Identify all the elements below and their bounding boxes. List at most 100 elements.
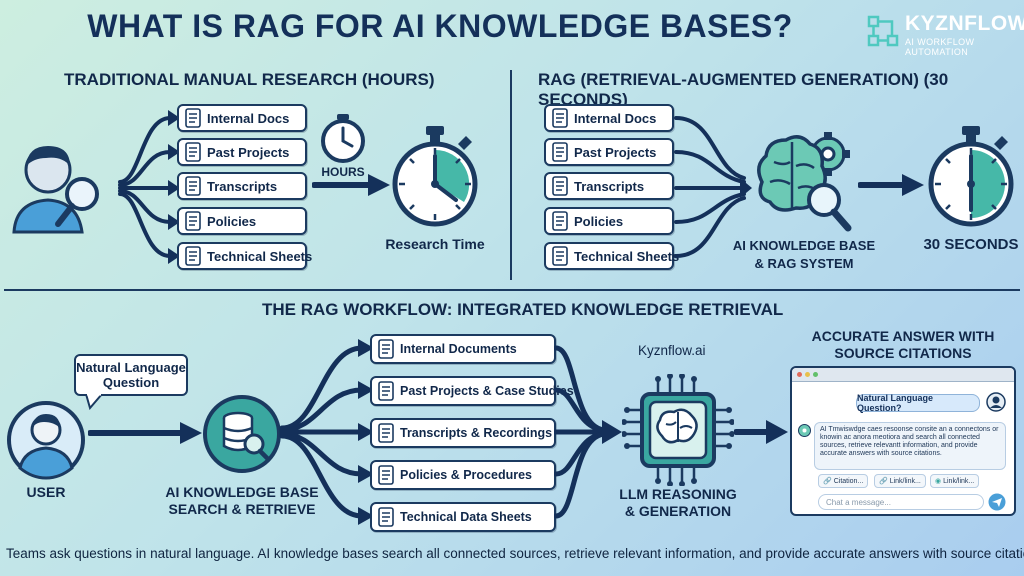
window-close-dot[interactable] [797, 372, 802, 377]
document-icon [378, 465, 394, 485]
source-label: Internal Documents [400, 342, 517, 356]
window-minimize-dot[interactable] [805, 372, 810, 377]
document-icon [185, 176, 201, 196]
chat-question-bubble: Natural Language Question? [856, 393, 980, 413]
rag-source-transcripts: Transcripts [544, 172, 674, 200]
document-icon [185, 211, 201, 231]
source-label: Policies [574, 213, 624, 229]
site-url: Kyznflow.ai [638, 343, 706, 358]
chat-titlebar [792, 368, 1014, 382]
thirty-seconds-label: 30 SECONDS [923, 236, 1019, 253]
traditional-source-transcripts: Transcripts [177, 172, 307, 200]
rag-system-label-line2: & RAG SYSTEM [754, 256, 854, 271]
answer-heading-line1: ACCURATE ANSWER WITH [811, 328, 995, 344]
document-icon [185, 142, 201, 162]
source-label: Technical Sheets [207, 248, 313, 264]
chip-label: Link/link... [943, 477, 975, 485]
chat-user-avatar-icon [986, 392, 1006, 412]
traditional-fanout-arrows [118, 110, 180, 264]
link-chip-1[interactable]: 🔗 Link/link... [874, 474, 926, 488]
llm-chip-icon [622, 374, 734, 486]
chat-answer-bubble: AI Tmwiswdge caes resoonse consite an a … [814, 422, 1006, 470]
horizontal-divider [4, 289, 1020, 291]
citation-chip[interactable]: 🔗 Citation... [818, 474, 869, 488]
search-label-line1: AI KNOWLEDGE BASE [165, 484, 319, 500]
rag-source-past-projects: Past Projects [544, 138, 674, 166]
document-icon [552, 246, 568, 266]
llm-to-answer-arrow [734, 420, 788, 444]
rag-source-technical-sheets: Technical Sheets [544, 242, 679, 270]
link-chip-2[interactable]: ◉ Link/link... [930, 474, 980, 488]
source-label: Internal Docs [207, 110, 290, 126]
llm-label-line1: LLM REASONING [619, 486, 737, 502]
workflow-source-technical-data-sheets: Technical Data Sheets [370, 502, 556, 532]
search-label-line2: SEARCH & RETRIEVE [168, 501, 316, 517]
source-label: Past Projects [574, 144, 657, 160]
question-text: Natural Language Question [76, 360, 186, 390]
document-icon [378, 423, 394, 443]
workflow-source-past-projects: Past Projects & Case Studies [370, 376, 574, 406]
user-avatar-icon [7, 401, 85, 480]
stopwatch-icon [392, 126, 478, 227]
logo-tagline: AI WORKFLOW AUTOMATION [905, 37, 975, 57]
chip-label: Citation... [833, 477, 864, 485]
traditional-source-past-projects: Past Projects [177, 138, 307, 166]
workflow-converge-arrows [554, 345, 622, 519]
source-label: Transcripts [574, 178, 645, 194]
rag-source-internal-docs: Internal Docs [544, 104, 674, 132]
to-timer-arrow [312, 174, 390, 196]
window-maximize-dot[interactable] [813, 372, 818, 377]
document-icon [552, 142, 568, 162]
chat-bot-icon [798, 424, 811, 437]
workflow-source-transcripts: Transcripts & Recordings [370, 418, 556, 448]
document-icon [185, 108, 201, 128]
hours-label: HOURS [321, 165, 365, 179]
traditional-heading: TRADITIONAL MANUAL RESEARCH (HOURS) [64, 70, 435, 89]
page-title: WHAT IS RAG FOR AI KNOWLEDGE BASES? [87, 8, 793, 44]
answer-heading-line2: SOURCE CITATIONS [834, 345, 972, 361]
source-label: Policies [207, 213, 257, 229]
document-icon [552, 211, 568, 231]
user-label: USER [26, 484, 66, 500]
document-icon [378, 339, 394, 359]
top-vertical-divider [510, 70, 512, 280]
source-label: Internal Docs [574, 110, 657, 126]
kyznflow-logo-icon [867, 15, 899, 47]
document-icon [378, 381, 394, 401]
source-label: Technical Sheets [574, 248, 680, 264]
document-icon [378, 507, 394, 527]
chat-message-input[interactable]: Chat a message... [818, 494, 984, 510]
traditional-source-policies: Policies [177, 207, 307, 235]
llm-label-line2: & GENERATION [624, 503, 732, 519]
brain-gear-icon [757, 132, 852, 232]
source-label: Policies & Procedures [400, 468, 533, 482]
link-icon: 🔗 [879, 478, 888, 485]
workflow-heading: THE RAG WORKFLOW: INTEGRATED KNOWLEDGE R… [262, 300, 784, 319]
source-label: Past Projects [207, 144, 290, 160]
researcher-person-icon [12, 146, 99, 234]
globe-icon: ◉ [935, 478, 942, 485]
rag-converge-arrows [674, 116, 752, 258]
link-icon: 🔗 [823, 478, 832, 485]
source-label: Technical Data Sheets [400, 510, 532, 524]
workflow-source-policies: Policies & Procedures [370, 460, 556, 490]
traditional-source-technical-sheets: Technical Sheets [177, 242, 312, 270]
source-label: Transcripts [207, 178, 278, 194]
rag-source-policies: Policies [544, 207, 674, 235]
traditional-source-internal-docs: Internal Docs [177, 104, 307, 132]
question-speech-bubble: Natural Language Question [74, 354, 188, 396]
source-label: Transcripts & Recordings [400, 426, 553, 440]
document-icon [552, 108, 568, 128]
send-icon[interactable] [988, 493, 1006, 511]
speech-tail [84, 394, 104, 410]
document-icon [552, 176, 568, 196]
small-clock-icon [321, 114, 365, 163]
workflow-fanout-arrows [279, 339, 374, 525]
chat-input-placeholder: Chat a message... [826, 497, 891, 507]
rag-system-label-line1: AI KNOWLEDGE BASE [732, 238, 876, 253]
stopwatch-30-seconds-icon [928, 126, 1014, 227]
user-to-search-arrow [88, 422, 202, 444]
logo-wordmark: KYZNFLOW [905, 12, 1024, 35]
workflow-source-internal-documents: Internal Documents [370, 334, 556, 364]
research-time-label: Research Time [385, 236, 485, 252]
